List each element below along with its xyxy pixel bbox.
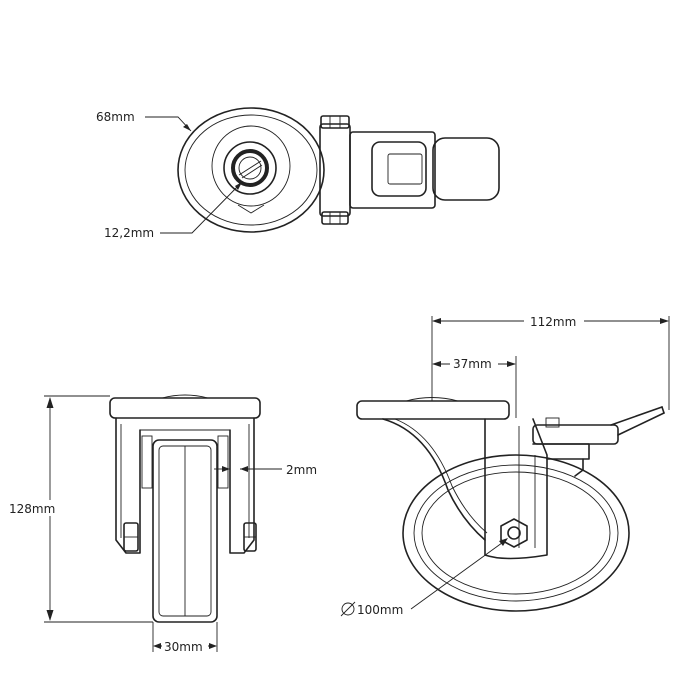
top-view: 68mm 12,2mm — [96, 107, 500, 240]
bolt-hole-label: 12,2mm — [104, 226, 154, 240]
side-axle-bolt — [507, 526, 521, 540]
side-swivel-inner — [394, 418, 488, 534]
bottom-axle-nut — [321, 211, 349, 225]
side-wheel-tire — [402, 454, 630, 612]
height-label-bg — [8, 500, 52, 516]
side-swivel-outer — [382, 418, 486, 541]
side-brake-pedal — [610, 406, 663, 426]
diameter-symbol-slash — [340, 601, 356, 617]
kingpin-boss — [223, 141, 277, 195]
brake-pedal-top — [432, 137, 500, 201]
side-brake-pad — [574, 458, 584, 477]
height-arrow-top — [46, 397, 54, 408]
width-arrow-right — [209, 643, 217, 649]
top-plate-inner-ring — [184, 114, 318, 226]
side-brake-housing — [532, 424, 619, 445]
front-fork-right — [229, 417, 255, 554]
side-fork — [484, 418, 548, 560]
bolt-hole-circle — [238, 156, 262, 180]
wheel-diameter-label: 100mm — [357, 603, 403, 617]
offset-label: 37mm — [453, 357, 492, 371]
front-wheel — [152, 439, 218, 623]
width-arrow-left — [153, 643, 161, 649]
bolt-hole-slash-2 — [241, 164, 263, 179]
front-view: 128mm 2mm 30mm — [8, 394, 317, 654]
side-brake-pedal-underside — [617, 412, 665, 436]
front-fork-left — [115, 417, 141, 554]
offset-arrow-left — [432, 361, 441, 367]
gap-arrow-right — [240, 466, 248, 472]
bolt-hole-arrow — [235, 182, 242, 190]
height-arrow-bottom — [46, 610, 54, 621]
front-top-plate — [109, 397, 261, 419]
top-plate-outline — [177, 107, 325, 233]
plate-diameter-label: 68mm — [96, 110, 135, 124]
side-brake-body — [532, 443, 590, 460]
diameter-leader — [410, 539, 507, 610]
length-arrow-right — [660, 318, 669, 324]
front-plate-bump — [161, 394, 209, 399]
length-arrow-left — [432, 318, 441, 324]
side-view: 112mm 37mm 100mm — [340, 313, 670, 617]
side-wheel-inner-rim — [421, 471, 611, 595]
diameter-arrow — [499, 538, 508, 546]
side-wheel-rim — [413, 464, 619, 602]
width-label-bg — [162, 638, 208, 654]
plate-diameter-arrow — [183, 124, 191, 131]
front-brace-left — [141, 435, 153, 489]
overall-length-label: 112mm — [530, 315, 576, 329]
plate-diameter-leader — [145, 116, 192, 132]
bolt-hole-slash — [238, 160, 262, 176]
height-label: 128mm — [9, 502, 55, 516]
length-label-bg — [524, 313, 584, 329]
top-axle-nut — [320, 115, 350, 129]
side-brake-knob — [545, 417, 560, 428]
brake-block — [371, 141, 427, 197]
brake-housing — [349, 131, 436, 209]
side-axle-nut — [500, 518, 528, 548]
gap-arrow-left — [222, 466, 230, 472]
kingpin-ring — [231, 149, 269, 187]
offset-arrow-right — [507, 361, 516, 367]
side-top-plate — [356, 400, 510, 420]
wheel-width-label: 30mm — [164, 640, 203, 654]
plate-notch — [237, 204, 265, 214]
bolt-hole-leader — [160, 181, 243, 234]
brake-block-inner — [387, 153, 423, 185]
offset-label-bg — [450, 356, 498, 372]
bracket-gap-label: 2mm — [286, 463, 317, 477]
front-brace-right — [217, 435, 229, 489]
diameter-symbol — [341, 602, 355, 616]
side-brake-pedal-tip — [661, 406, 665, 414]
top-plate-raceway — [211, 125, 291, 207]
